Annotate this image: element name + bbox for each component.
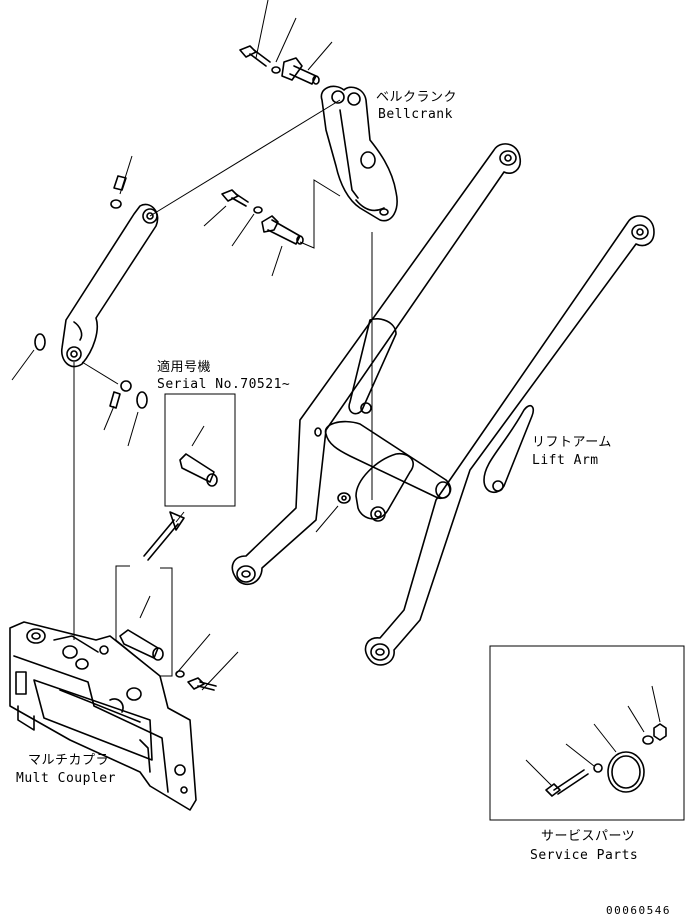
bellcrank <box>320 85 398 222</box>
cross-tube <box>324 232 452 522</box>
coupler-pin-inset <box>115 565 239 691</box>
figure-code: 00060546 <box>606 904 671 917</box>
serial-inset <box>143 393 236 561</box>
service-parts-box <box>489 645 685 821</box>
link-pin-parts <box>11 333 148 640</box>
lift-arm-label-en: Lift Arm <box>532 453 599 468</box>
service-parts-label-en: Service Parts <box>530 848 638 863</box>
lift-arm-left <box>231 143 522 586</box>
serial-arrow <box>175 511 185 523</box>
serial-label-jp: 適用号機 <box>157 359 211 375</box>
lift-arm-pin <box>315 492 351 533</box>
service-parts-label-jp: サービスパーツ <box>541 829 635 844</box>
lift-arm-label-jp: リフトアーム <box>532 435 612 450</box>
bellcrank-label-en: Bellcrank <box>378 107 453 122</box>
mult-coupler <box>9 621 197 811</box>
mult-coupler-label-jp: マルチカプラ <box>28 753 109 768</box>
link-hardware <box>110 155 133 209</box>
mult-coupler-label-en: Mult Coupler <box>16 771 116 786</box>
serial-label-en: Serial No.70521~ <box>157 377 290 392</box>
lift-arm-right <box>364 215 655 666</box>
link-arm <box>60 99 341 368</box>
bellcrank-hardware <box>239 0 333 85</box>
bellcrank-label-jp: ベルクランク <box>376 90 457 105</box>
bellcrank-lower-hardware <box>203 179 341 277</box>
